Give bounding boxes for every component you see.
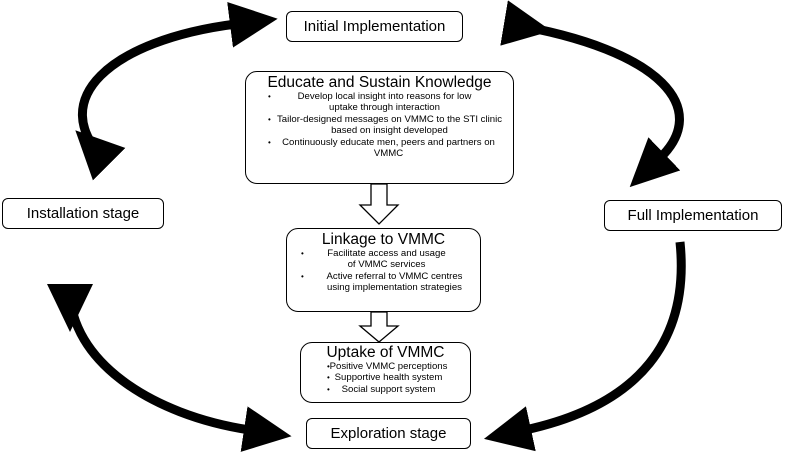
list-item: Social support system <box>301 384 470 396</box>
bullet-list: Develop local insight into reasons for l… <box>246 91 513 159</box>
stage-full-implementation: Full Implementation <box>604 200 782 231</box>
panel-educate-sustain-knowledge: Educate and Sustain Knowledge Develop lo… <box>245 71 514 184</box>
panel-linkage-to-vmmc: Linkage to VMMC Facilitate access and us… <box>286 228 481 312</box>
panel-title: Educate and Sustain Knowledge <box>267 74 492 91</box>
stage-installation: Installation stage <box>2 198 164 229</box>
cycle-arrow-top-right <box>500 0 684 188</box>
list-item: Develop local insight into reasons for l… <box>246 91 513 114</box>
flow-arrow-educate-to-linkage <box>358 183 400 225</box>
cycle-arrow-bottom-left <box>46 283 292 452</box>
stage-label: Installation stage <box>26 205 140 222</box>
stage-exploration: Exploration stage <box>306 418 471 449</box>
bullet-list: Facilitate access and usage of VMMC serv… <box>287 248 480 294</box>
list-item: Supportive health system <box>301 372 470 384</box>
panel-title: Linkage to VMMC <box>321 231 446 248</box>
cycle-arrow-bottom-right <box>483 241 686 452</box>
list-item: Active referral to VMMC centres using im… <box>287 271 480 294</box>
list-item: Tailor-designed messages on VMMC to the … <box>246 114 513 137</box>
flow-arrow-linkage-to-uptake <box>358 311 400 343</box>
list-item: Facilitate access and usage of VMMC serv… <box>287 248 480 271</box>
cycle-arrow-top-left <box>75 1 278 181</box>
stage-initial-implementation: Initial Implementation <box>286 11 463 42</box>
panel-title: Uptake of VMMC <box>326 344 445 361</box>
list-item: Continuously educate men, peers and part… <box>246 137 513 160</box>
stage-label: Exploration stage <box>330 425 447 442</box>
list-item: Positive VMMC perceptions <box>301 361 470 373</box>
stage-label: Initial Implementation <box>303 18 446 35</box>
bullet-list: Positive VMMC perceptions Supportive hea… <box>301 361 470 396</box>
stage-label: Full Implementation <box>627 207 759 224</box>
panel-uptake-of-vmmc: Uptake of VMMC Positive VMMC perceptions… <box>300 342 471 403</box>
